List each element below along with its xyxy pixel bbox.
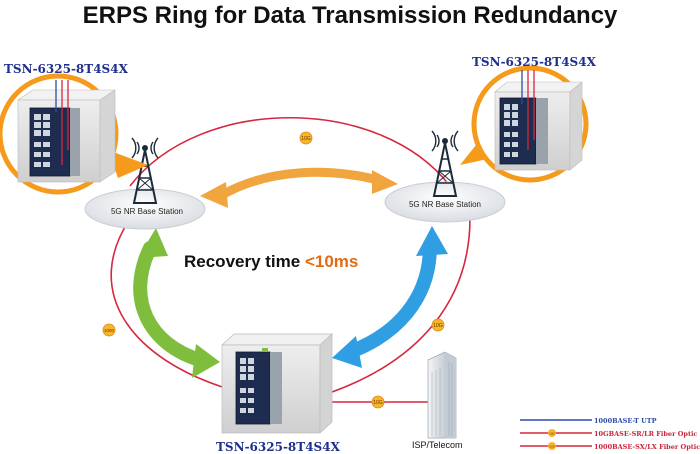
green-double-arrow bbox=[133, 228, 220, 378]
legend-10g-badge-label: 10G bbox=[549, 432, 555, 436]
link-badge-right-label: 10G bbox=[433, 323, 443, 329]
legend: 1000BASE-T UTP 10G 10GBASE-SR/LR Fiber O… bbox=[520, 417, 700, 451]
switch-callout-top-right bbox=[460, 65, 589, 183]
page-title: ERPS Ring for Data Transmission Redundan… bbox=[82, 2, 618, 29]
link-badge-right: 10G bbox=[431, 318, 445, 332]
link-badge-left-label: 1000 bbox=[104, 328, 115, 333]
ring-link-top bbox=[129, 117, 451, 187]
switch-box bbox=[494, 70, 583, 171]
blue-double-arrow bbox=[332, 226, 448, 368]
legend-1000-badge bbox=[548, 442, 556, 450]
legend-utp-label: 1000BASE-T UTP bbox=[594, 417, 657, 425]
link-badge-bottom-label: 10G bbox=[373, 400, 383, 406]
switch-callout-top-left bbox=[0, 73, 148, 195]
recovery-time-text: Recovery time <10ms bbox=[184, 252, 358, 272]
isp-building-icon bbox=[427, 351, 457, 439]
recovery-time-label: Recovery time bbox=[184, 252, 305, 271]
orange-double-arrow bbox=[200, 167, 398, 208]
antenna-tower-icon bbox=[131, 137, 159, 204]
legend-10g-label: 10GBASE-SR/LR Fiber Optic bbox=[594, 430, 697, 438]
isp-label: ISP/Telecom bbox=[412, 440, 463, 450]
link-badge-top-label: 10G bbox=[301, 136, 311, 142]
link-badge-bottom: 10G bbox=[371, 395, 385, 409]
switch-label-top-left: TSN-6325-8T4S4X bbox=[4, 62, 128, 76]
recovery-time-value: <10ms bbox=[304, 252, 359, 271]
base-station-right: 5G NR Base Station bbox=[384, 130, 506, 223]
switch-box-bottom bbox=[221, 333, 333, 434]
antenna-tower-icon bbox=[431, 130, 459, 197]
link-badge-top: 10G bbox=[299, 131, 313, 145]
ring-link-left bbox=[110, 215, 233, 391]
switch-label-top-right: TSN-6325-8T4S4X bbox=[472, 55, 596, 69]
base-station-left: 5G NR Base Station bbox=[84, 137, 206, 230]
legend-1000-badge-label: 1000 bbox=[549, 445, 555, 449]
legend-1000-label: 1000BASE-SX/LX Fiber Optic bbox=[594, 443, 700, 451]
link-badge-left: 1000 bbox=[102, 323, 116, 337]
base-station-left-label: 5G NR Base Station bbox=[111, 207, 183, 216]
base-station-right-label: 5G NR Base Station bbox=[409, 200, 481, 209]
legend-10g-badge bbox=[548, 429, 556, 437]
switch-box bbox=[17, 80, 116, 183]
switch-label-bottom: TSN-6325-8T4S4X bbox=[216, 440, 340, 454]
